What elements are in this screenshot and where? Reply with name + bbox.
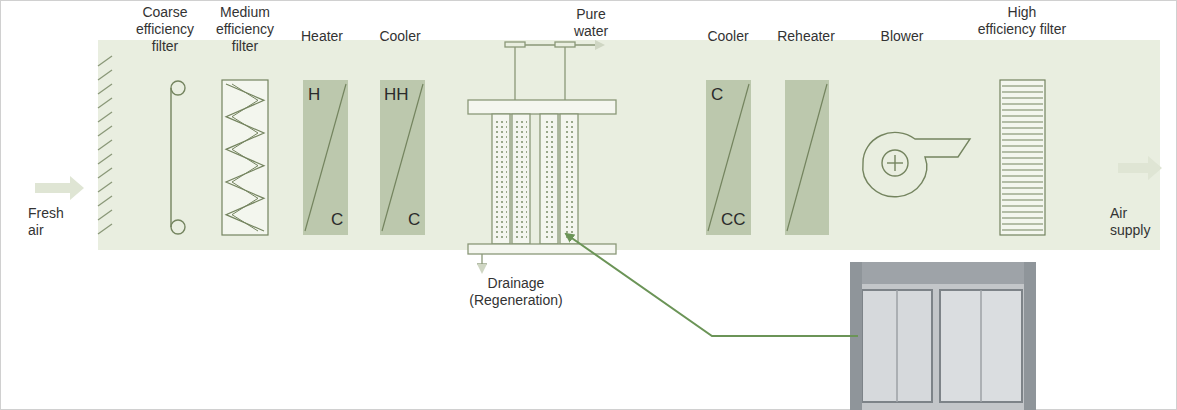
component-label: Heater: [284, 28, 360, 45]
component-label: Reheater: [768, 28, 844, 45]
drain-label: Drainage (Regeneration): [456, 275, 576, 309]
coil-letter: C: [711, 86, 723, 104]
component-label: Blower: [854, 28, 950, 45]
inlet-label: Fresh air: [28, 205, 78, 239]
hepa-filter-shape: [977, 0, 1067, 250]
component-label: High efficiency filter: [977, 4, 1067, 38]
component-label: Cooler: [692, 28, 764, 45]
component-label: Medium efficiency filter: [205, 4, 285, 55]
water-label: Pure water: [566, 6, 616, 40]
supply-label: Air supply: [1110, 205, 1166, 239]
medium-filter: Medium efficiency filter: [205, 0, 285, 250]
component-label: Coarse efficiency filter: [125, 4, 205, 55]
cooler-coil: CoolerHH C: [362, 0, 438, 250]
blower-fan: Blower: [854, 0, 950, 250]
medium-filter-shape: [205, 0, 285, 250]
hepa-filter: High efficiency filter: [977, 0, 1067, 250]
coil-letter: CC: [721, 211, 746, 229]
coil-letter: H: [308, 86, 320, 104]
coil-letter: C: [331, 211, 343, 229]
cooler-coil: CoolerCCC: [692, 0, 764, 250]
coil-letter: C: [408, 211, 420, 229]
coil-letter: HH: [384, 86, 409, 104]
reheater-coil: Reheater: [768, 0, 844, 250]
component-label: Cooler: [362, 28, 438, 45]
heater-coil: HeaterH C: [284, 0, 360, 250]
coarse-filter-shape: [125, 0, 205, 250]
coarse-filter: Coarse efficiency filter: [125, 0, 205, 250]
